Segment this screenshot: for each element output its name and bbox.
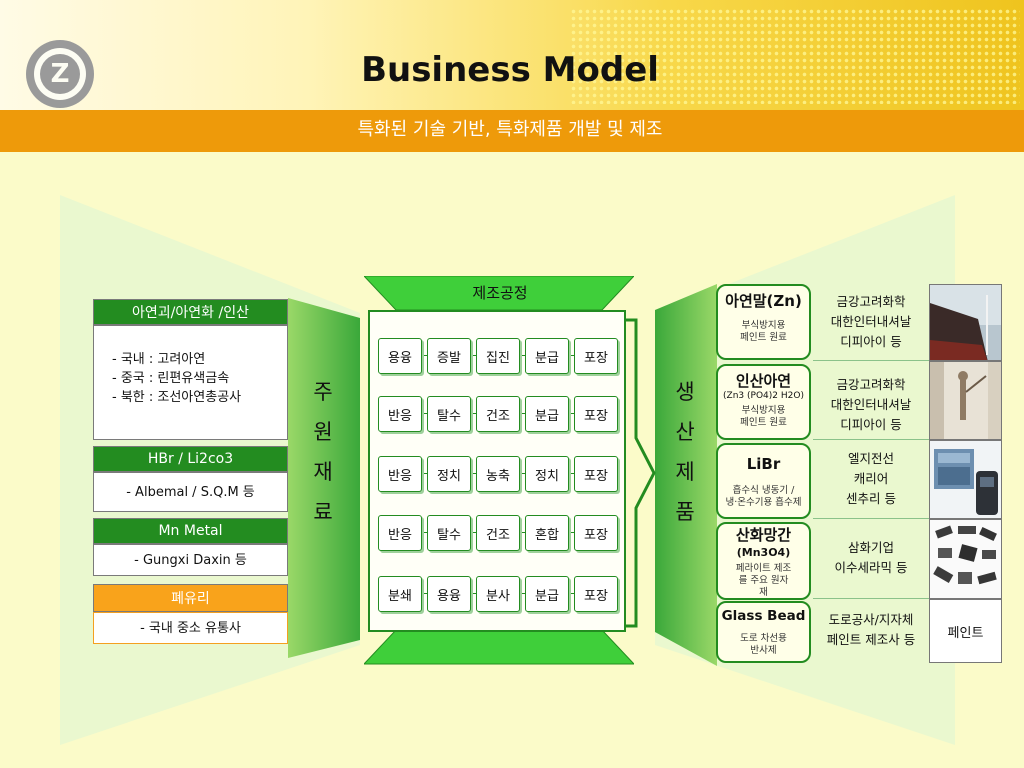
process-step: 분급: [525, 576, 569, 612]
container-painting-image: [929, 361, 1002, 440]
process-step: 반응: [378, 456, 422, 492]
ferrite-cores-image: [929, 519, 1002, 599]
header-band: [0, 0, 1024, 110]
company-logo: Z: [26, 40, 94, 108]
process-step: 분쇄: [378, 576, 422, 612]
subtitle-bar: [0, 110, 1024, 152]
process-grid: 용융 증발 집진 분급 포장 반응 탈수 건조 분급 포장 반응 정치 농축 정…: [368, 310, 626, 632]
process-step: 증발: [427, 338, 471, 374]
logo-letter: Z: [40, 54, 80, 94]
process-step: 반응: [378, 515, 422, 551]
product-companies-5: 도로공사/지자체 페인트 제조사 등: [826, 612, 916, 647]
product-card-libr: LiBr 흡수식 냉동기 / 냉·온수기용 흡수제: [716, 443, 811, 519]
process-step: 포장: [574, 338, 618, 374]
raw-materials-label: 주 원 재 료: [313, 380, 333, 524]
process-step: 분급: [525, 338, 569, 374]
product-card-manganese-oxide: 산화망간 (Mn3O4) 페라이트 제조 를 주요 원자 재: [716, 522, 811, 600]
raw-material-header-3: Mn Metal: [93, 518, 288, 544]
product-companies-4: 삼화기업 이수세라믹 등: [813, 538, 929, 599]
product-card-zinc-phosphate: 인산아연 (Zn3 (PO4)2 H2O) 부식방지용 페인트 원료: [716, 364, 811, 440]
process-step: 용융: [427, 576, 471, 612]
process-step: 혼합: [525, 515, 569, 551]
raw-material-box-4: - 국내 중소 유통사: [93, 612, 288, 644]
product-companies-1: 금강고려화학 대한인터내셔날 디피아이 등: [813, 292, 929, 361]
process-step: 용융: [378, 338, 422, 374]
process-step: 탈수: [427, 396, 471, 432]
process-step: 농축: [476, 456, 520, 492]
paint-label-cell: 페인트: [929, 599, 1002, 663]
process-step: 탈수: [427, 515, 471, 551]
raw-material-lines-1: - 국내 : 고려아연 - 중국 : 린편유색금속 - 북한 : 조선아연총공사: [112, 352, 242, 405]
process-step: 분사: [476, 576, 520, 612]
process-step: 포장: [574, 576, 618, 612]
process-step: 분급: [525, 396, 569, 432]
left-green-wedge: [288, 298, 360, 658]
raw-material-box-3: - Gungxi Daxin 등: [93, 544, 288, 576]
process-bottom-funnel: [364, 630, 634, 665]
page-title: Business Model: [361, 50, 659, 90]
raw-material-box-2: - Albemal / S.Q.M 등: [93, 472, 288, 512]
process-step: 포장: [574, 515, 618, 551]
process-title: 제조공정: [472, 284, 528, 302]
process-step: 정치: [525, 456, 569, 492]
process-step: 건조: [476, 515, 520, 551]
ship-hull-image: [929, 284, 1002, 361]
process-step: 건조: [476, 396, 520, 432]
process-step: 반응: [378, 396, 422, 432]
raw-material-header-2: HBr / Li2co3: [93, 446, 288, 472]
process-step: 집진: [476, 338, 520, 374]
raw-material-box-1: - 국내 : 고려아연 - 중국 : 린편유색금속 - 북한 : 조선아연총공사: [93, 325, 288, 440]
chiller-machine-image: [929, 440, 1002, 519]
right-green-wedge: [655, 284, 717, 666]
raw-material-header-1: 아연괴/아연화 /인산: [93, 299, 288, 325]
process-step: 정치: [427, 456, 471, 492]
process-step: 포장: [574, 396, 618, 432]
process-step: 포장: [574, 456, 618, 492]
page-subtitle: 특화된 기술 기반, 특화제품 개발 및 제조: [357, 119, 663, 140]
product-companies-2: 금강고려화학 대한인터내셔날 디피아이 등: [813, 375, 929, 440]
product-companies-3: 엘지전선 캐리어 센추리 등: [813, 449, 929, 519]
raw-material-header-4: 폐유리: [93, 584, 288, 612]
product-card-zinc-dust: 아연말(Zn) 부식방지용 페인트 원료: [716, 284, 811, 360]
products-label: 생 산 제 품: [675, 380, 695, 524]
dot-pattern: [570, 8, 1020, 104]
product-card-glass-bead: Glass Bead 도로 차선용 반사제: [716, 601, 811, 663]
process-output-bracket: [626, 318, 656, 628]
